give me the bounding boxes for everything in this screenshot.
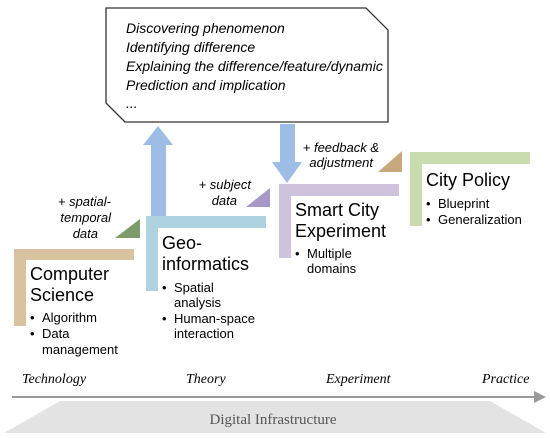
bullet-dot: • [426,212,431,227]
stage-bracket [410,152,530,226]
bullet-text: domains [307,261,357,276]
digital-infrastructure-label: Digital Infrastructure [209,412,336,428]
triangle-tan [378,151,402,172]
bullet-text: Data [42,326,70,341]
bullet-text: Generalization [438,212,522,227]
stage-title-line: Geo- [162,233,202,253]
stage-city-policy: City Policy • Blueprint • Generalization [410,152,530,227]
input-label-line: temporal [60,210,112,225]
bullet-dot: • [426,196,431,211]
stage-bracket [146,216,266,291]
triangle-green [115,219,140,238]
callout-text: Discovering phenomenon Identifying diffe… [126,20,383,111]
bullet-text: Multiple [307,246,352,261]
progression-axis-arrowhead [534,391,546,403]
axis-label-experiment: Experiment [325,372,392,387]
bullet-text: Blueprint [438,196,490,211]
stage-title-line: Smart City [295,200,379,220]
input-label-line: data [73,226,98,241]
stage-title-line: Science [30,285,94,305]
input-subject-data: + subject data [199,177,253,208]
axis-label-theory: Theory [186,372,226,387]
bullet-text: management [42,342,118,357]
bullet-dot: • [295,246,300,261]
stage-title-line: City Policy [426,170,510,190]
stage-bracket [14,249,134,326]
input-label-line: + feedback & [303,140,379,155]
bullet-dot: • [162,311,167,326]
callout-line: Discovering phenomenon [126,20,285,36]
bullet-dot: • [30,310,35,325]
stage-bracket [279,184,399,258]
triangle-purple [246,188,270,207]
callout-line: ... [126,95,138,111]
bullet-dot: • [30,326,35,341]
bullet-text: Human-space [174,311,255,326]
input-label-line: adjustment [309,155,374,170]
stage-computer-science: Computer Science • Algorithm • Data mana… [14,249,134,357]
input-label-line: + spatial- [58,194,112,209]
bullet-dot: • [162,280,167,295]
bullet-text: Spatial [174,280,214,295]
callout-line: Identifying difference [126,39,255,55]
up-arrow [143,126,173,216]
stage-title-line: Computer [30,264,109,284]
input-feedback-adjustment: + feedback & adjustment [303,140,379,170]
bullet-text: analysis [174,295,221,310]
stage-title-line: informatics [162,254,249,274]
stage-smart-city-experiment: Smart City Experiment • Multiple domains [279,184,399,276]
research-process-callout [105,7,389,123]
down-arrow [272,124,302,183]
stage-geoinformatics: Geo- informatics • Spatial analysis • Hu… [146,216,266,341]
input-spatial-temporal-data: + spatial- temporal data [58,194,112,241]
bullet-text: Algorithm [42,310,97,325]
axis-label-technology: Technology [22,372,87,387]
axis-label-practice: Practice [481,372,529,387]
input-label-line: data [212,193,237,208]
callout-line: Prediction and implication [126,77,286,93]
stage-title-line: Experiment [295,221,386,241]
callout-line: Explaining the difference/feature/dynami… [126,58,383,74]
bullet-text: interaction [174,326,234,341]
digital-infrastructure-base [4,401,546,433]
input-label-line: + subject [199,177,253,192]
